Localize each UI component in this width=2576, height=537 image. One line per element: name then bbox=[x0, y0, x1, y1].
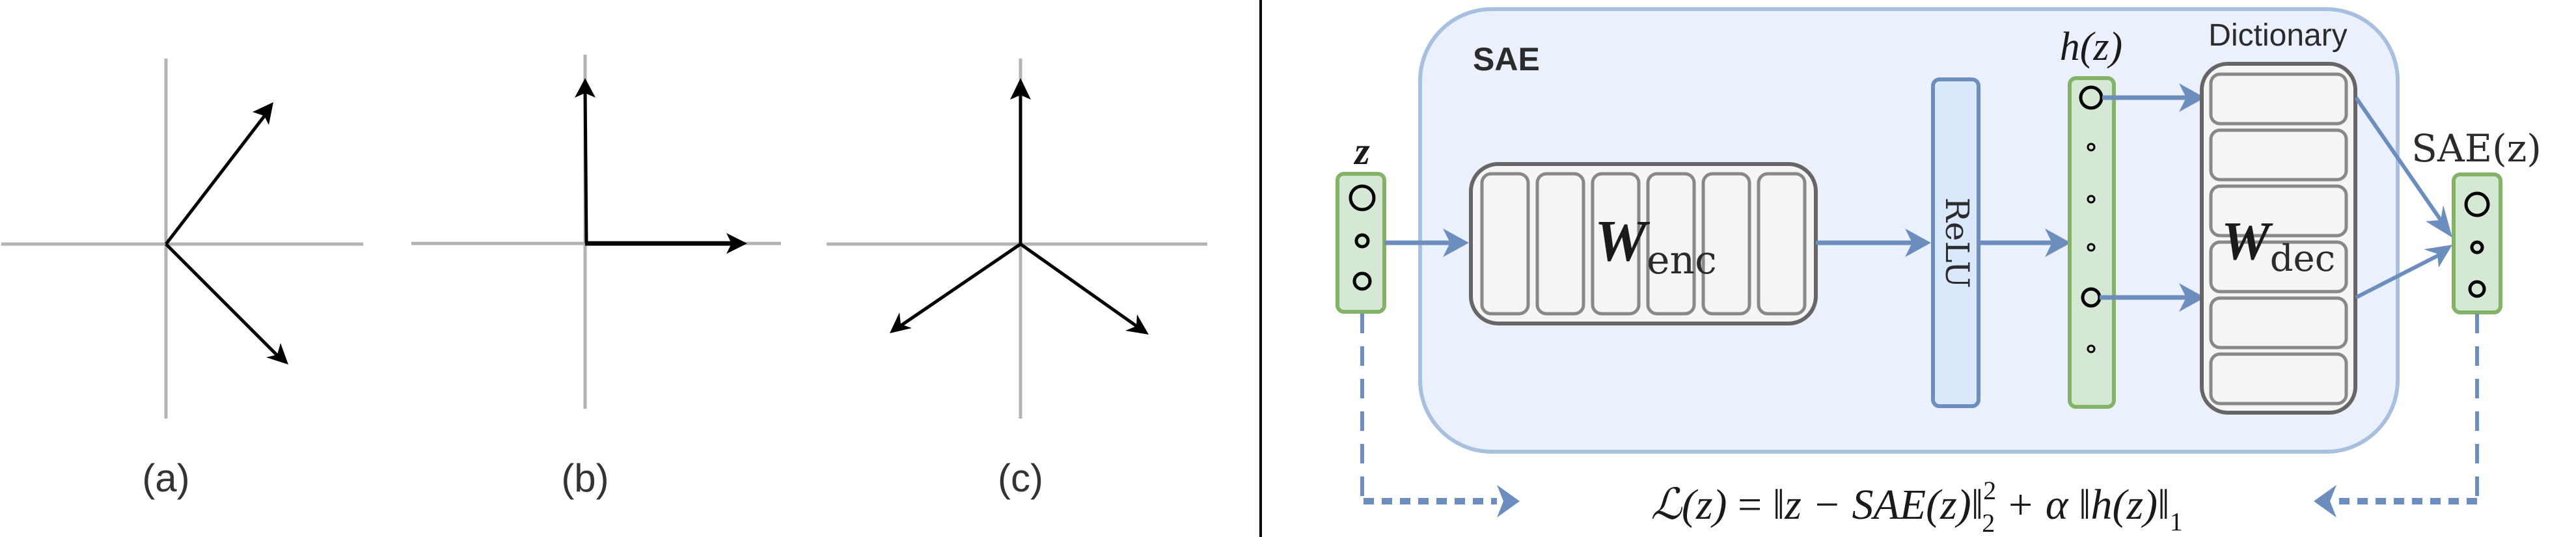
loss-l1-sub: 1 bbox=[2170, 507, 2183, 536]
panel-b: (b) bbox=[411, 55, 781, 500]
panel-a-vector-1 bbox=[165, 111, 269, 245]
arrow-dict-row-1-to-output bbox=[2354, 96, 2447, 228]
loss-formula: ℒ(z) = ‖z − SAE(z)‖2 2 + α ‖h(z)‖1 bbox=[1651, 476, 2182, 537]
panel-b-vector-up bbox=[583, 87, 588, 244]
decoder-row bbox=[2209, 184, 2348, 238]
arrow-dict-row-5-to-output bbox=[2355, 251, 2445, 299]
panel-c-vector-left bbox=[897, 242, 1022, 329]
decoder-row bbox=[2209, 128, 2348, 182]
sae-title: SAE bbox=[1473, 41, 1540, 77]
loss-connector-input-head bbox=[1497, 485, 1520, 517]
encoder-label-main: W bbox=[1595, 209, 1651, 273]
encoder-column bbox=[1757, 172, 1807, 316]
hidden-node-active-1 bbox=[2079, 85, 2103, 110]
arrow-relu-to-hidden-head bbox=[2045, 228, 2071, 257]
panel-b-arrowhead-right bbox=[726, 233, 747, 254]
hidden-node-4 bbox=[2087, 243, 2096, 252]
encoder-column bbox=[1535, 172, 1585, 316]
hidden-label: h(z) bbox=[2060, 25, 2122, 69]
arrow-encoder-to-relu-head bbox=[1905, 228, 1931, 257]
decoder-row bbox=[2209, 72, 2348, 126]
input-vector bbox=[1336, 172, 1386, 314]
input-vector-node-3 bbox=[1352, 271, 1372, 291]
input-label: z bbox=[1353, 130, 1370, 172]
decoder-rows bbox=[2209, 72, 2348, 406]
input-vector-node-2 bbox=[1354, 233, 1370, 249]
panel-a: (a) bbox=[1, 59, 363, 500]
encoder-column bbox=[1701, 172, 1751, 316]
encoder-column bbox=[1646, 172, 1696, 316]
panel-a-arrowhead-1 bbox=[253, 102, 273, 125]
hidden-vector bbox=[2068, 76, 2116, 409]
loss-reconstruction-sub: 2 bbox=[1982, 508, 1995, 537]
relu-label: ReLU bbox=[1938, 197, 1976, 288]
output-label: SAE(z) bbox=[2411, 126, 2542, 171]
decoder-row bbox=[2209, 240, 2348, 294]
panel-b-label: (b) bbox=[561, 456, 609, 500]
loss-reconstruction-norm: ‖z − SAE(z)‖ bbox=[1773, 481, 1984, 529]
panel-c-arrowhead-up bbox=[1010, 78, 1031, 100]
encoder-label: Wenc bbox=[1595, 209, 1717, 283]
output-vector-node-1 bbox=[2464, 191, 2490, 217]
dictionary-label: Dictionary bbox=[2208, 18, 2347, 53]
loss-l1-norm: ‖h(z)‖ bbox=[2079, 481, 2170, 529]
decoder-label-sub: dec bbox=[2270, 238, 2335, 280]
hidden-node-6 bbox=[2087, 344, 2096, 353]
hidden-node-2 bbox=[2087, 143, 2096, 152]
encoder-column bbox=[1591, 172, 1641, 316]
sae-container bbox=[1418, 7, 2400, 454]
encoder-label-sub: enc bbox=[1647, 238, 1717, 283]
encoder-column bbox=[1480, 172, 1530, 316]
arrow-dict-row-1-head bbox=[2426, 205, 2452, 238]
panel-b-arrowhead-up bbox=[575, 78, 596, 98]
arrow-dict-row-5-head bbox=[2424, 245, 2452, 268]
decoder-row bbox=[2209, 296, 2348, 350]
panel-c-arrowhead-left bbox=[890, 312, 912, 333]
arrow-input-to-encoder-head bbox=[1443, 228, 1469, 257]
loss-connector-output-head bbox=[2314, 485, 2336, 517]
panel-a-arrowhead-2 bbox=[266, 343, 288, 365]
panel-c-vector-right bbox=[1019, 242, 1142, 331]
panel-c: (c) bbox=[827, 59, 1207, 500]
panel-a-label: (a) bbox=[142, 456, 189, 500]
arrow-hidden-1-head bbox=[2179, 83, 2205, 112]
loss-lhs: ℒ(z) bbox=[1651, 481, 1727, 529]
output-vector-node-2 bbox=[2470, 240, 2484, 255]
decoder-matrix: Wdec bbox=[2200, 62, 2357, 415]
decoder-row bbox=[2209, 352, 2348, 406]
encoder-matrix: Wenc bbox=[1469, 162, 1818, 325]
decoder-label-main: W bbox=[2221, 211, 2273, 271]
decoder-label: Wdec bbox=[2221, 211, 2335, 280]
loss-eq: = bbox=[1738, 481, 1762, 529]
panel-c-label: (c) bbox=[998, 456, 1043, 500]
loss-plus-alpha: + α bbox=[2006, 481, 2069, 529]
panel-c-arrowhead-right bbox=[1125, 314, 1149, 335]
loss-reconstruction-sup: 2 bbox=[1983, 476, 1996, 505]
output-vector-node-3 bbox=[2468, 280, 2486, 298]
encoder-columns bbox=[1480, 172, 1807, 316]
arrow-hidden-5-head bbox=[2179, 283, 2205, 312]
panel-a-vector-2 bbox=[165, 243, 281, 359]
hidden-node-3 bbox=[2087, 195, 2096, 204]
input-vector-node-1 bbox=[1349, 184, 1376, 212]
